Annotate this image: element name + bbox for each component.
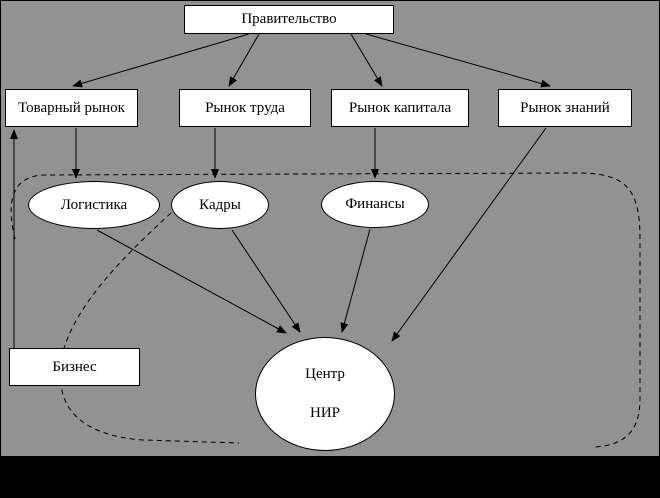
- node-goods-market-label: Товарный рынок: [18, 99, 125, 116]
- node-goods-market: Товарный рынок: [5, 89, 138, 127]
- bottom-black-bar: [1, 456, 659, 497]
- node-personnel-label: Кадры: [199, 196, 241, 213]
- node-capital-market-label: Рынок капитала: [348, 99, 452, 116]
- arrow-government-to-capital-market: [350, 33, 383, 87]
- arrow-government-to-labor-market: [228, 33, 260, 87]
- node-center-nir-label-line1: Центр: [305, 366, 345, 382]
- node-government: Правительство: [184, 5, 394, 34]
- node-knowledge-market-label: Рынок знаний: [520, 99, 610, 116]
- node-finance-label: Финансы: [345, 196, 405, 212]
- arrow-personnel-to-center: [231, 229, 301, 333]
- node-labor-market: Рынок труда: [179, 89, 311, 127]
- node-center-nir: Центр НИР: [255, 337, 395, 451]
- node-capital-market: Рынок капитала: [331, 89, 469, 127]
- arrow-logistics-to-center: [96, 229, 287, 334]
- node-logistics: Логистика: [28, 181, 160, 229]
- node-personnel: Кадры: [171, 181, 269, 229]
- node-center-nir-label-line2: НИР: [309, 405, 340, 421]
- arrow-government-to-knowledge-market: [365, 33, 551, 88]
- node-labor-market-label: Рынок труда: [205, 99, 285, 116]
- arrow-government-to-goods-market: [72, 33, 250, 88]
- node-business: Бизнес: [9, 348, 140, 386]
- node-logistics-label: Логистика: [60, 196, 128, 213]
- node-knowledge-market: Рынок знаний: [498, 89, 632, 127]
- arrow-knowledge-market-to-center: [391, 127, 547, 342]
- node-business-label: Бизнес: [52, 358, 97, 375]
- node-government-label: Правительство: [241, 11, 337, 27]
- dashed-boundary-left: [59, 212, 240, 444]
- node-finance: Финансы: [321, 181, 429, 228]
- arrow-finance-to-center: [340, 228, 371, 333]
